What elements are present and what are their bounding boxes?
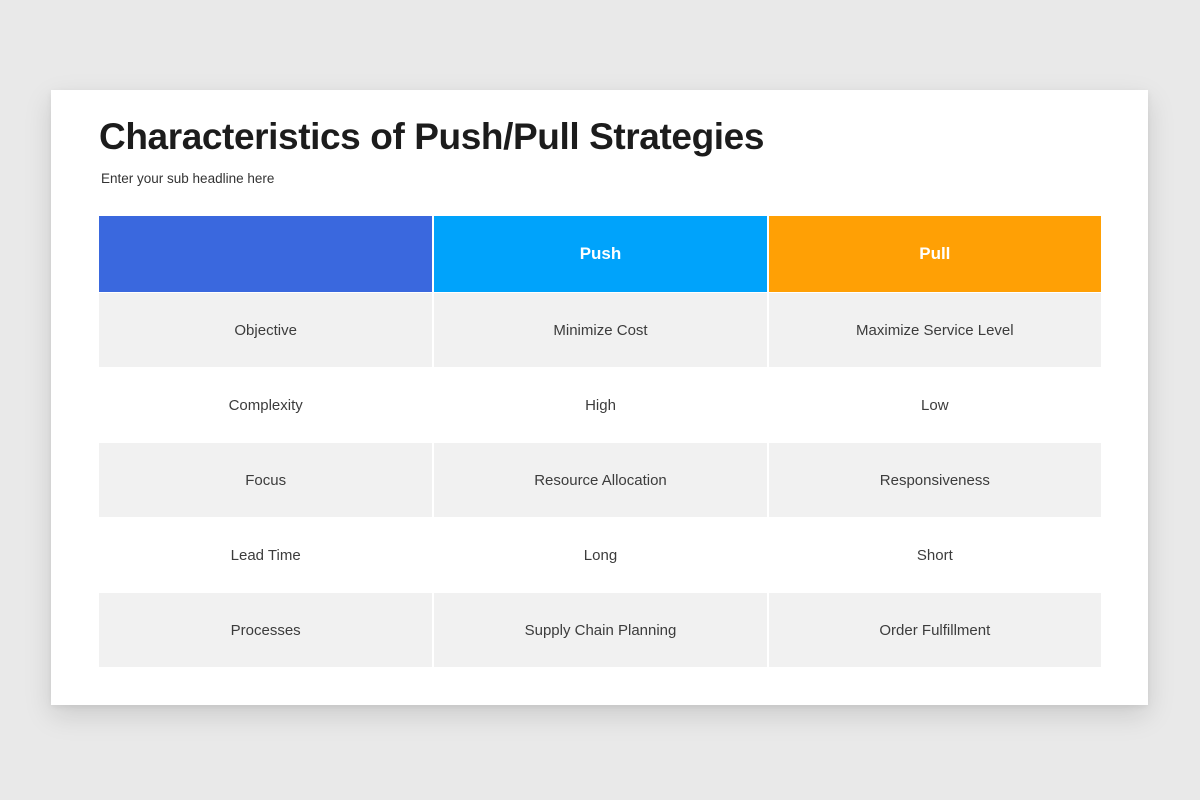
table-cell-attribute: Processes	[99, 593, 433, 667]
row-divider	[99, 592, 1101, 593]
table-cell-pull: Low	[768, 368, 1101, 442]
page-title: Characteristics of Push/Pull Strategies	[99, 116, 765, 157]
table-header-cell-attribute	[99, 216, 433, 292]
table-header-cell-pull: Pull	[768, 216, 1101, 292]
table-cell-pull: Short	[768, 518, 1101, 592]
table-cell-pull: Responsiveness	[768, 443, 1101, 517]
row-divider	[99, 442, 1101, 443]
page-subtitle: Enter your sub headline here	[101, 170, 275, 186]
table-cell-push: High	[434, 368, 767, 442]
slide-header: Characteristics of Push/Pull Strategies …	[99, 116, 1099, 187]
table-cell-push: Long	[434, 518, 767, 592]
table-cell-push: Supply Chain Planning	[434, 593, 767, 667]
table-cell-pull: Order Fulfillment	[768, 593, 1101, 667]
table-row: Objective Minimize Cost Maximize Service…	[99, 293, 1101, 367]
table-header-cell-push: Push	[434, 216, 767, 292]
table-row: Processes Supply Chain Planning Order Fu…	[99, 593, 1101, 667]
table-cell-push: Resource Allocation	[434, 443, 767, 517]
table-row: Focus Resource Allocation Responsiveness	[99, 443, 1101, 517]
table-cell-attribute: Lead Time	[99, 518, 433, 592]
table-row: Lead Time Long Short	[99, 518, 1101, 592]
row-divider	[99, 367, 1101, 368]
table-row: Complexity High Low	[99, 368, 1101, 442]
table-cell-attribute: Complexity	[99, 368, 433, 442]
table-cell-attribute: Objective	[99, 293, 433, 367]
table-header-row: Push Pull	[99, 216, 1101, 292]
table-cell-push: Minimize Cost	[434, 293, 767, 367]
table-cell-attribute: Focus	[99, 443, 433, 517]
row-divider	[99, 517, 1101, 518]
slide-card: Characteristics of Push/Pull Strategies …	[51, 90, 1148, 705]
strategy-comparison-table: Push Pull Objective Minimize Cost Maximi…	[99, 216, 1101, 667]
row-divider	[99, 292, 1101, 293]
table-cell-pull: Maximize Service Level	[768, 293, 1101, 367]
